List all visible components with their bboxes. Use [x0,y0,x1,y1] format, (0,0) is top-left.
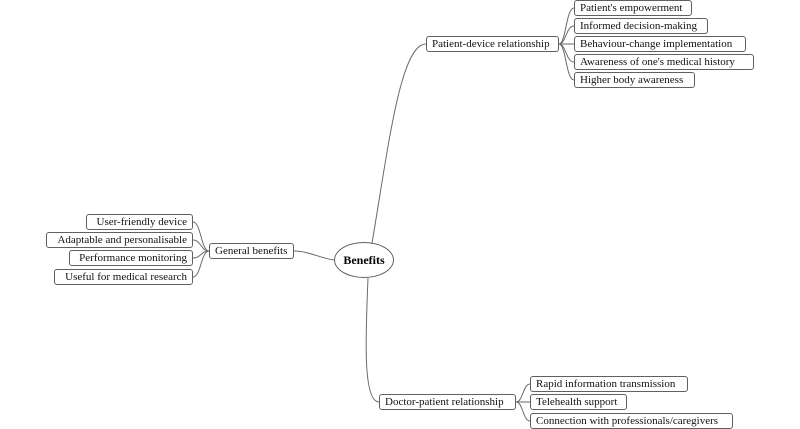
leaf-informed-decision-making[interactable]: Informed decision-making [574,18,708,34]
connector-gen-1 [192,221,210,252]
leaf-adaptable-personalisable[interactable]: Adaptable and personalisable [46,232,193,248]
branch-patient-device[interactable]: Patient-device relationship [426,36,559,52]
connector-pd-1 [558,7,575,45]
leaf-connection-professionals-caregivers[interactable]: Connection with professionals/caregivers [530,413,733,429]
leaf-patients-empowerment[interactable]: Patient's empowerment [574,0,692,16]
leaf-performance-monitoring[interactable]: Performance monitoring [69,250,193,266]
connector-center-general [293,250,335,261]
leaf-higher-body-awareness[interactable]: Higher body awareness [574,72,695,88]
leaf-awareness-medical-history[interactable]: Awareness of one's medical history [574,54,754,70]
leaf-user-friendly-device[interactable]: User-friendly device [86,214,193,230]
central-topic[interactable]: Benefits [334,242,394,278]
branch-general-benefits[interactable]: General benefits [209,243,294,259]
leaf-rapid-information-transmission[interactable]: Rapid information transmission [530,376,688,392]
leaf-useful-medical-research[interactable]: Useful for medical research [54,269,193,285]
leaf-behaviour-change-implementation[interactable]: Behaviour-change implementation [574,36,746,52]
connector-center-patient-device [371,43,427,244]
connector-center-doctor-patient [365,277,380,403]
connector-dp-1 [515,383,531,403]
connector-pd-5 [558,43,575,81]
branch-doctor-patient[interactable]: Doctor-patient relationship [379,394,516,410]
leaf-telehealth-support[interactable]: Telehealth support [530,394,627,410]
connector-pd-2 [558,25,575,45]
connector-gen-4 [192,250,210,278]
connector-dp-3 [515,401,531,422]
